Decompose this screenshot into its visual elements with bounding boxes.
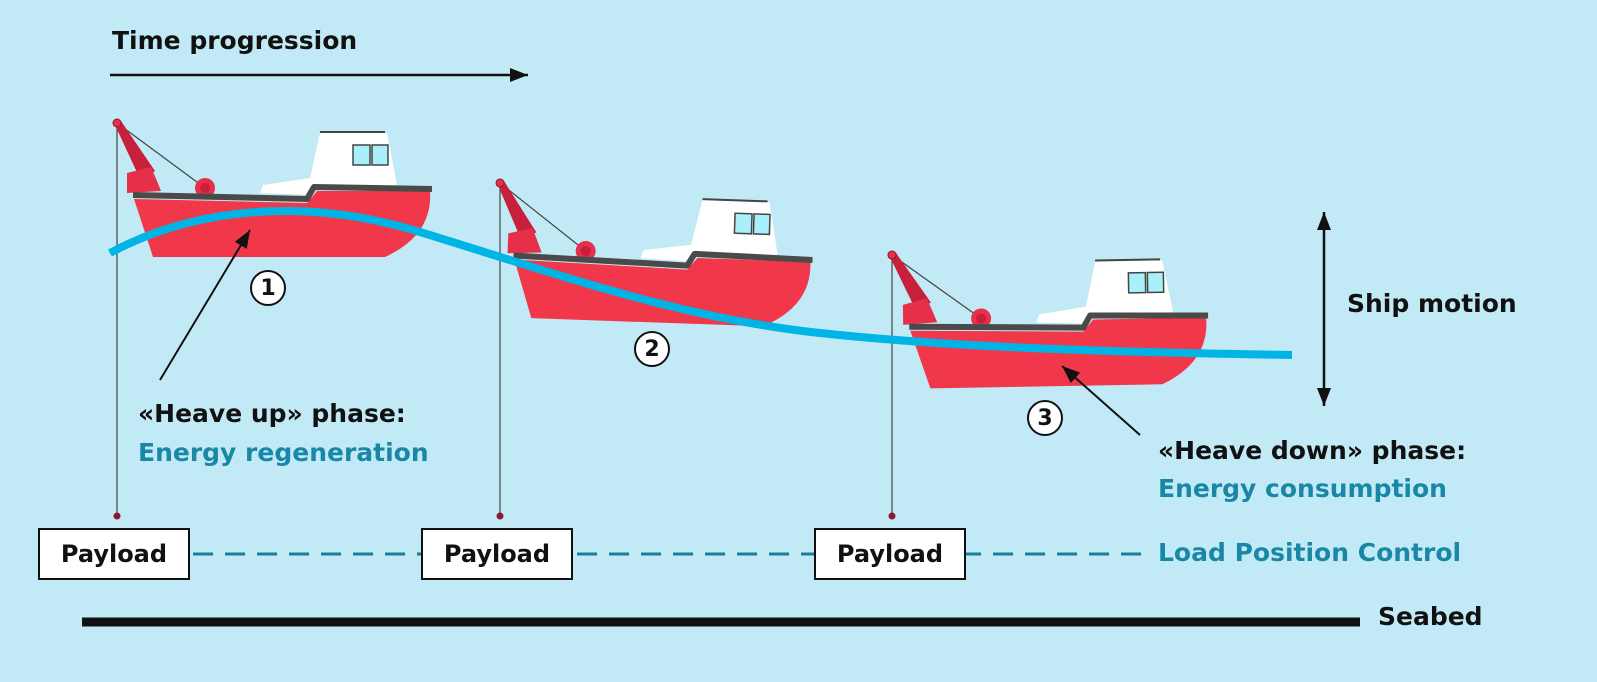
time-progression-label: Time progression bbox=[112, 26, 358, 55]
step-1-marker: 1 bbox=[250, 270, 286, 306]
payload-box-2: Payload bbox=[421, 528, 573, 580]
payload-box-3: Payload bbox=[814, 528, 966, 580]
energy-consumption-label: Energy consumption bbox=[1158, 474, 1447, 503]
seabed-label: Seabed bbox=[1378, 602, 1483, 631]
ship-1 bbox=[113, 119, 432, 257]
energy-regeneration-label: Energy regeneration bbox=[138, 438, 429, 467]
step-3-marker: 3 bbox=[1027, 400, 1063, 436]
ship-3 bbox=[888, 246, 1209, 390]
heave-down-pointer bbox=[1061, 365, 1141, 436]
heave-up-label: «Heave up» phase: bbox=[138, 399, 406, 428]
heave-up-pointer bbox=[159, 229, 251, 381]
hook-2 bbox=[496, 512, 504, 520]
payload-box-1: Payload bbox=[38, 528, 190, 580]
hook-1 bbox=[113, 512, 121, 520]
step-2-marker: 2 bbox=[634, 331, 670, 367]
heave-down-label: «Heave down» phase: bbox=[1158, 436, 1467, 465]
load-position-control-label: Load Position Control bbox=[1158, 538, 1462, 567]
hook-3 bbox=[888, 512, 896, 520]
wave-line bbox=[108, 207, 1293, 359]
ship-motion-label: Ship motion bbox=[1347, 289, 1517, 318]
